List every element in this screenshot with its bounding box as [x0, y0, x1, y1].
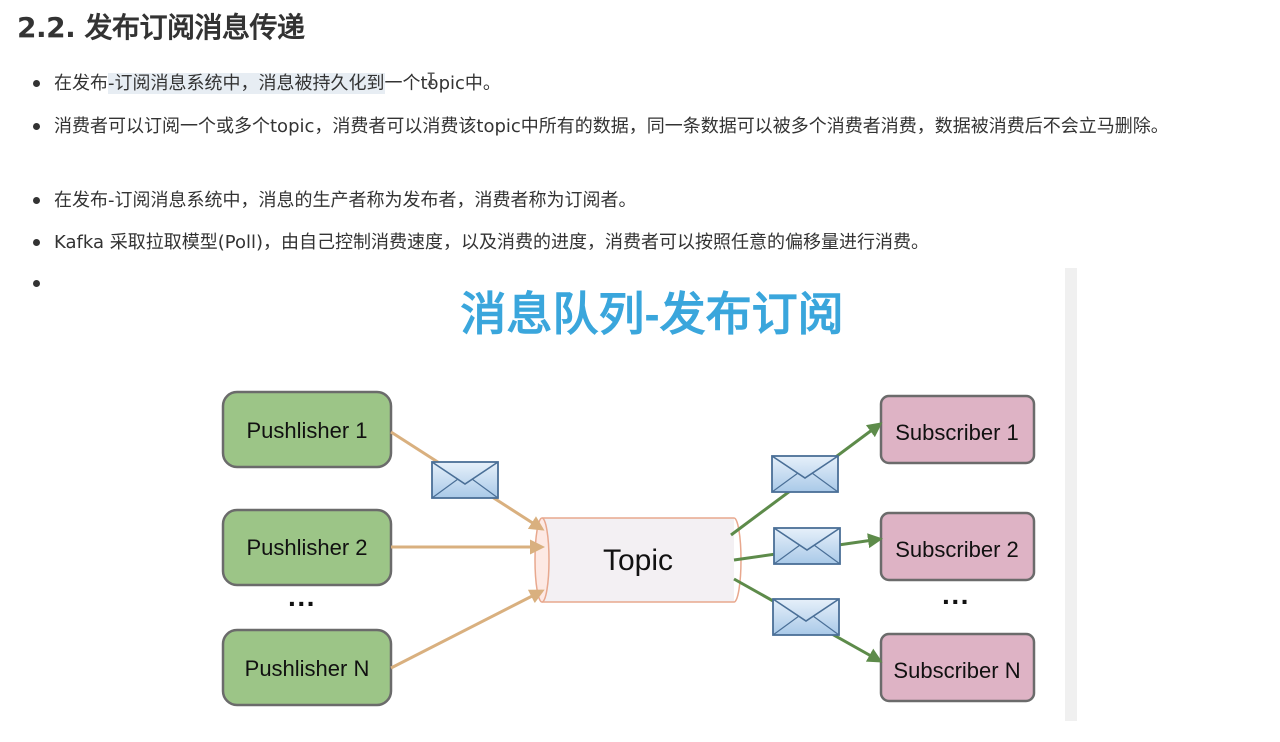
topic-label: Topic	[603, 544, 673, 577]
list-item: 在发布-订阅消息系统中，消息的生产者称为发布者，消费者称为订阅者。	[33, 185, 1224, 217]
selected-text[interactable]: -订阅消息系统中，消息被持久化到	[108, 73, 385, 94]
subscriber-n-box	[879, 632, 1036, 703]
envelope-icon	[772, 598, 840, 636]
diagram-svg: 消息队列-发布订阅 Pushlisher 1 Pushlisher 2 ··· …	[221, 288, 1036, 707]
envelope-icon	[771, 455, 839, 493]
subscriber-ellipsis: ···	[942, 586, 970, 617]
list-item: 在发布-订阅消息系统中，消息被持久化到一个topic中。	[33, 68, 1224, 100]
section-heading: 2.2. 发布订阅消息传递	[17, 11, 305, 44]
envelope-icon	[773, 527, 841, 565]
bullet-dot	[33, 239, 40, 246]
publisher-1-label: Pushlisher 1	[246, 418, 367, 443]
bullet-dot	[33, 197, 40, 204]
bullet-dot	[33, 123, 40, 130]
subscriber-1-label: Subscriber 1	[895, 420, 1019, 445]
list-item: 消费者可以订阅一个或多个topic，消费者可以消费该topic中所有的数据，同一…	[33, 111, 1224, 143]
text-cursor-icon: I	[426, 70, 437, 90]
bullet-text-2: 消费者可以订阅一个或多个topic，消费者可以消费该topic中所有的数据，同一…	[54, 116, 1169, 137]
bullet-text-1a: 在发布	[54, 73, 108, 94]
publisher-2-label: Pushlisher 2	[246, 535, 367, 560]
diagram-title: 消息队列-发布订阅	[460, 288, 843, 340]
bullet-dot	[33, 80, 40, 87]
list-item: Kafka 采取拉取模型(Poll)，由自己控制消费速度，以及消费的进度，消费者…	[33, 227, 1224, 259]
diagram-edge	[1065, 268, 1077, 721]
pubn-arrow	[390, 589, 545, 670]
envelope-icon	[431, 461, 499, 499]
bullet-dot	[33, 280, 40, 287]
publisher-1-box	[221, 390, 393, 469]
bullet-text-4: Kafka 采取拉取模型(Poll)，由自己控制消费速度，以及消费的进度，消费者…	[54, 232, 929, 253]
pubsub-diagram: 消息队列-发布订阅 Pushlisher 1 Pushlisher 2 ··· …	[180, 268, 1077, 721]
publisher-n-label: Pushlisher N	[245, 656, 370, 681]
bullet-text-1b: 一个topic中。	[384, 73, 501, 94]
topic-cylinder	[534, 517, 742, 603]
publisher-ellipsis: ···	[288, 588, 316, 619]
subscriber-n-label: Subscriber N	[893, 658, 1020, 683]
bullet-text-3: 在发布-订阅消息系统中，消息的生产者称为发布者，消费者称为订阅者。	[54, 190, 637, 211]
subscriber-2-label: Subscriber 2	[895, 537, 1019, 562]
